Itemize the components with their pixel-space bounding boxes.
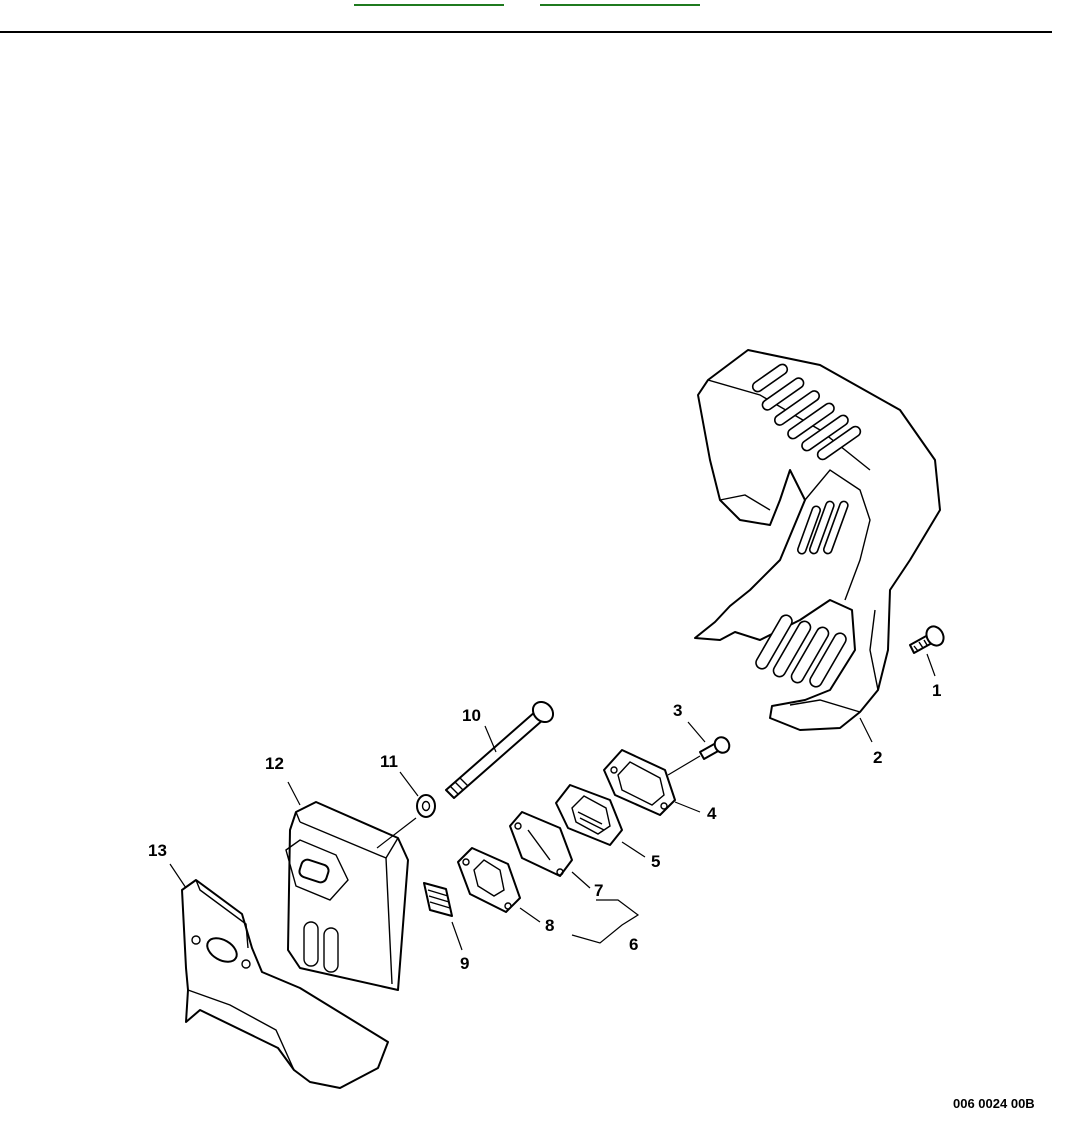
- callout-label-13: 13: [148, 841, 167, 860]
- screw-part-3: [700, 735, 732, 759]
- screen-part-9: [424, 883, 452, 916]
- shroud-part: [695, 350, 940, 730]
- callout-label-11: 11: [380, 752, 398, 771]
- callout-label-9: 9: [460, 954, 469, 973]
- callout-label-2: 2: [873, 748, 882, 767]
- gasket-part-8: [458, 848, 520, 912]
- callout-label-8: 8: [545, 916, 554, 935]
- callout-label-4: 4: [707, 804, 717, 823]
- screw-part-1: [910, 623, 947, 653]
- baffle-part-5: [556, 785, 622, 845]
- callout-label-5: 5: [651, 852, 660, 871]
- callout-label-6: 6: [629, 935, 638, 954]
- callout-label-7: 7: [594, 881, 603, 900]
- callout-label-3: 3: [673, 701, 682, 720]
- callout-label-12: 12: [265, 754, 284, 773]
- drawing-code: 006 0024 00B: [953, 1096, 1035, 1111]
- callout-label-10: 10: [462, 706, 481, 725]
- callout-label-1: 1: [932, 681, 941, 700]
- gasket-part-7: [510, 812, 572, 876]
- flange-part-4: [604, 750, 675, 815]
- muffler-part-12: [286, 802, 408, 990]
- washer-part-11: [417, 795, 435, 817]
